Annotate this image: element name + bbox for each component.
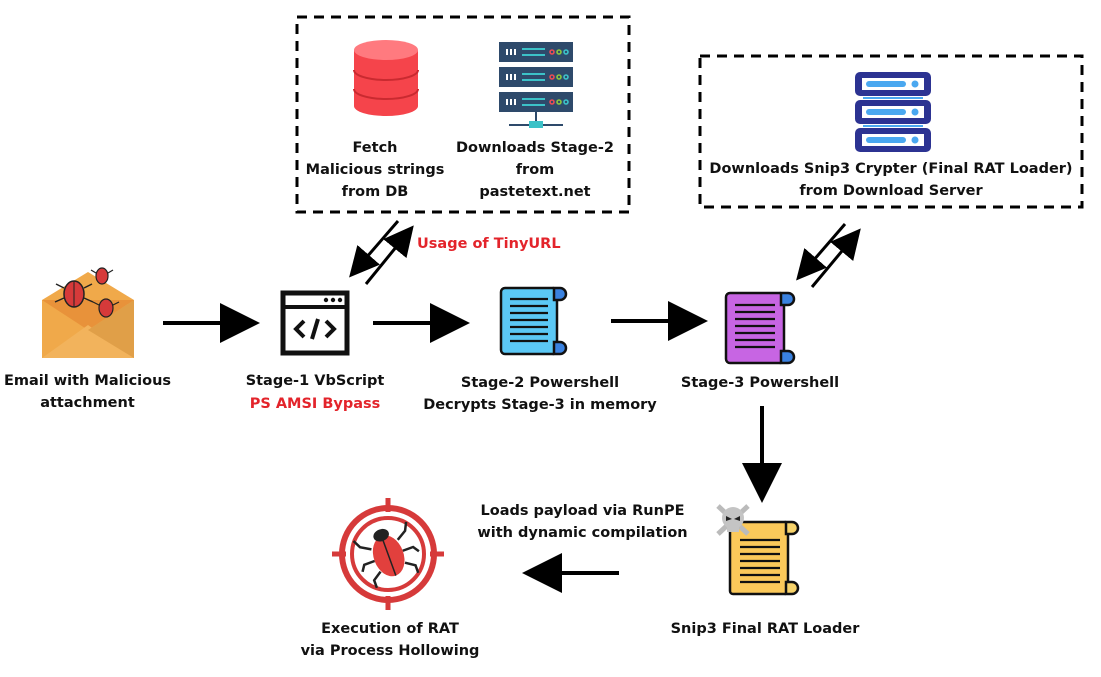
stage2-label-line: Stage-2 Powershell xyxy=(460,375,620,391)
code-window-icon xyxy=(280,290,350,356)
skull-crossbones-icon xyxy=(716,504,750,536)
stage2-label-line: Decrypts Stage-3 in memory xyxy=(423,397,657,413)
fetch-db-label-line: from DB xyxy=(341,184,409,200)
download-stage2-label-line: pastetext.net xyxy=(479,184,591,200)
email-label-line: attachment xyxy=(40,395,135,411)
loader-label: Snip3 Final RAT Loader xyxy=(670,621,860,637)
runpe-annotation-line: with dynamic compilation xyxy=(477,525,688,541)
email-label-line: Email with Malicious xyxy=(3,373,172,389)
purple-scroll-icon xyxy=(724,291,796,365)
download-stage2-label: Downloads Stage-2 from pastetext.net xyxy=(450,137,620,203)
fetch-db-label: Fetch Malicious strings from DB xyxy=(305,137,445,203)
fetch-db-label-line: Fetch xyxy=(352,140,398,156)
rack-server-icon xyxy=(499,42,573,128)
stage1-sublabel: PS AMSI Bypass xyxy=(249,396,381,412)
stage2-label: Stage-2 Powershell Decrypts Stage-3 in m… xyxy=(420,372,660,416)
c2-dashed-box xyxy=(295,15,631,214)
runpe-annotation-line: Loads payload via RunPE xyxy=(480,503,685,519)
download-snip3-label-line: from Download Server xyxy=(799,183,983,199)
infected-envelope-icon xyxy=(42,267,134,358)
download-snip3-label: Downloads Snip3 Crypter (Final RAT Loade… xyxy=(705,158,1077,202)
arrow-stage1-to-c2 xyxy=(364,225,414,285)
arrow-stage3-to-download-server xyxy=(810,228,861,288)
download-snip3-label-line: Downloads Snip3 Crypter (Final RAT Loade… xyxy=(709,161,1073,177)
database-icon xyxy=(353,40,419,116)
tinyurl-annotation: Usage of TinyURL xyxy=(417,236,561,252)
download-server-dashed-box xyxy=(698,54,1084,209)
blue-scroll-icon xyxy=(499,286,568,356)
stage3-label: Stage-3 Powershell xyxy=(680,375,840,391)
download-stage2-label-line: Downloads Stage-2 xyxy=(456,140,614,156)
bug-target-icon xyxy=(332,498,444,610)
fetch-db-label-line: Malicious strings xyxy=(305,162,445,178)
download-server-icon xyxy=(855,72,931,152)
runpe-annotation: Loads payload via RunPE with dynamic com… xyxy=(470,500,695,544)
rat-label-line: Execution of RAT xyxy=(321,621,459,637)
email-label: Email with Malicious attachment xyxy=(0,370,175,414)
arrow-c2-to-stage1 xyxy=(349,220,400,278)
download-stage2-label-line: from xyxy=(515,162,555,178)
arrow-download-server-to-stage3 xyxy=(796,223,847,281)
rat-label-line: via Process Hollowing xyxy=(300,643,480,659)
stage1-label: Stage-1 VbScript xyxy=(245,373,385,389)
rat-label: Execution of RAT via Process Hollowing xyxy=(290,618,490,662)
skull-scroll-icon xyxy=(716,504,800,596)
